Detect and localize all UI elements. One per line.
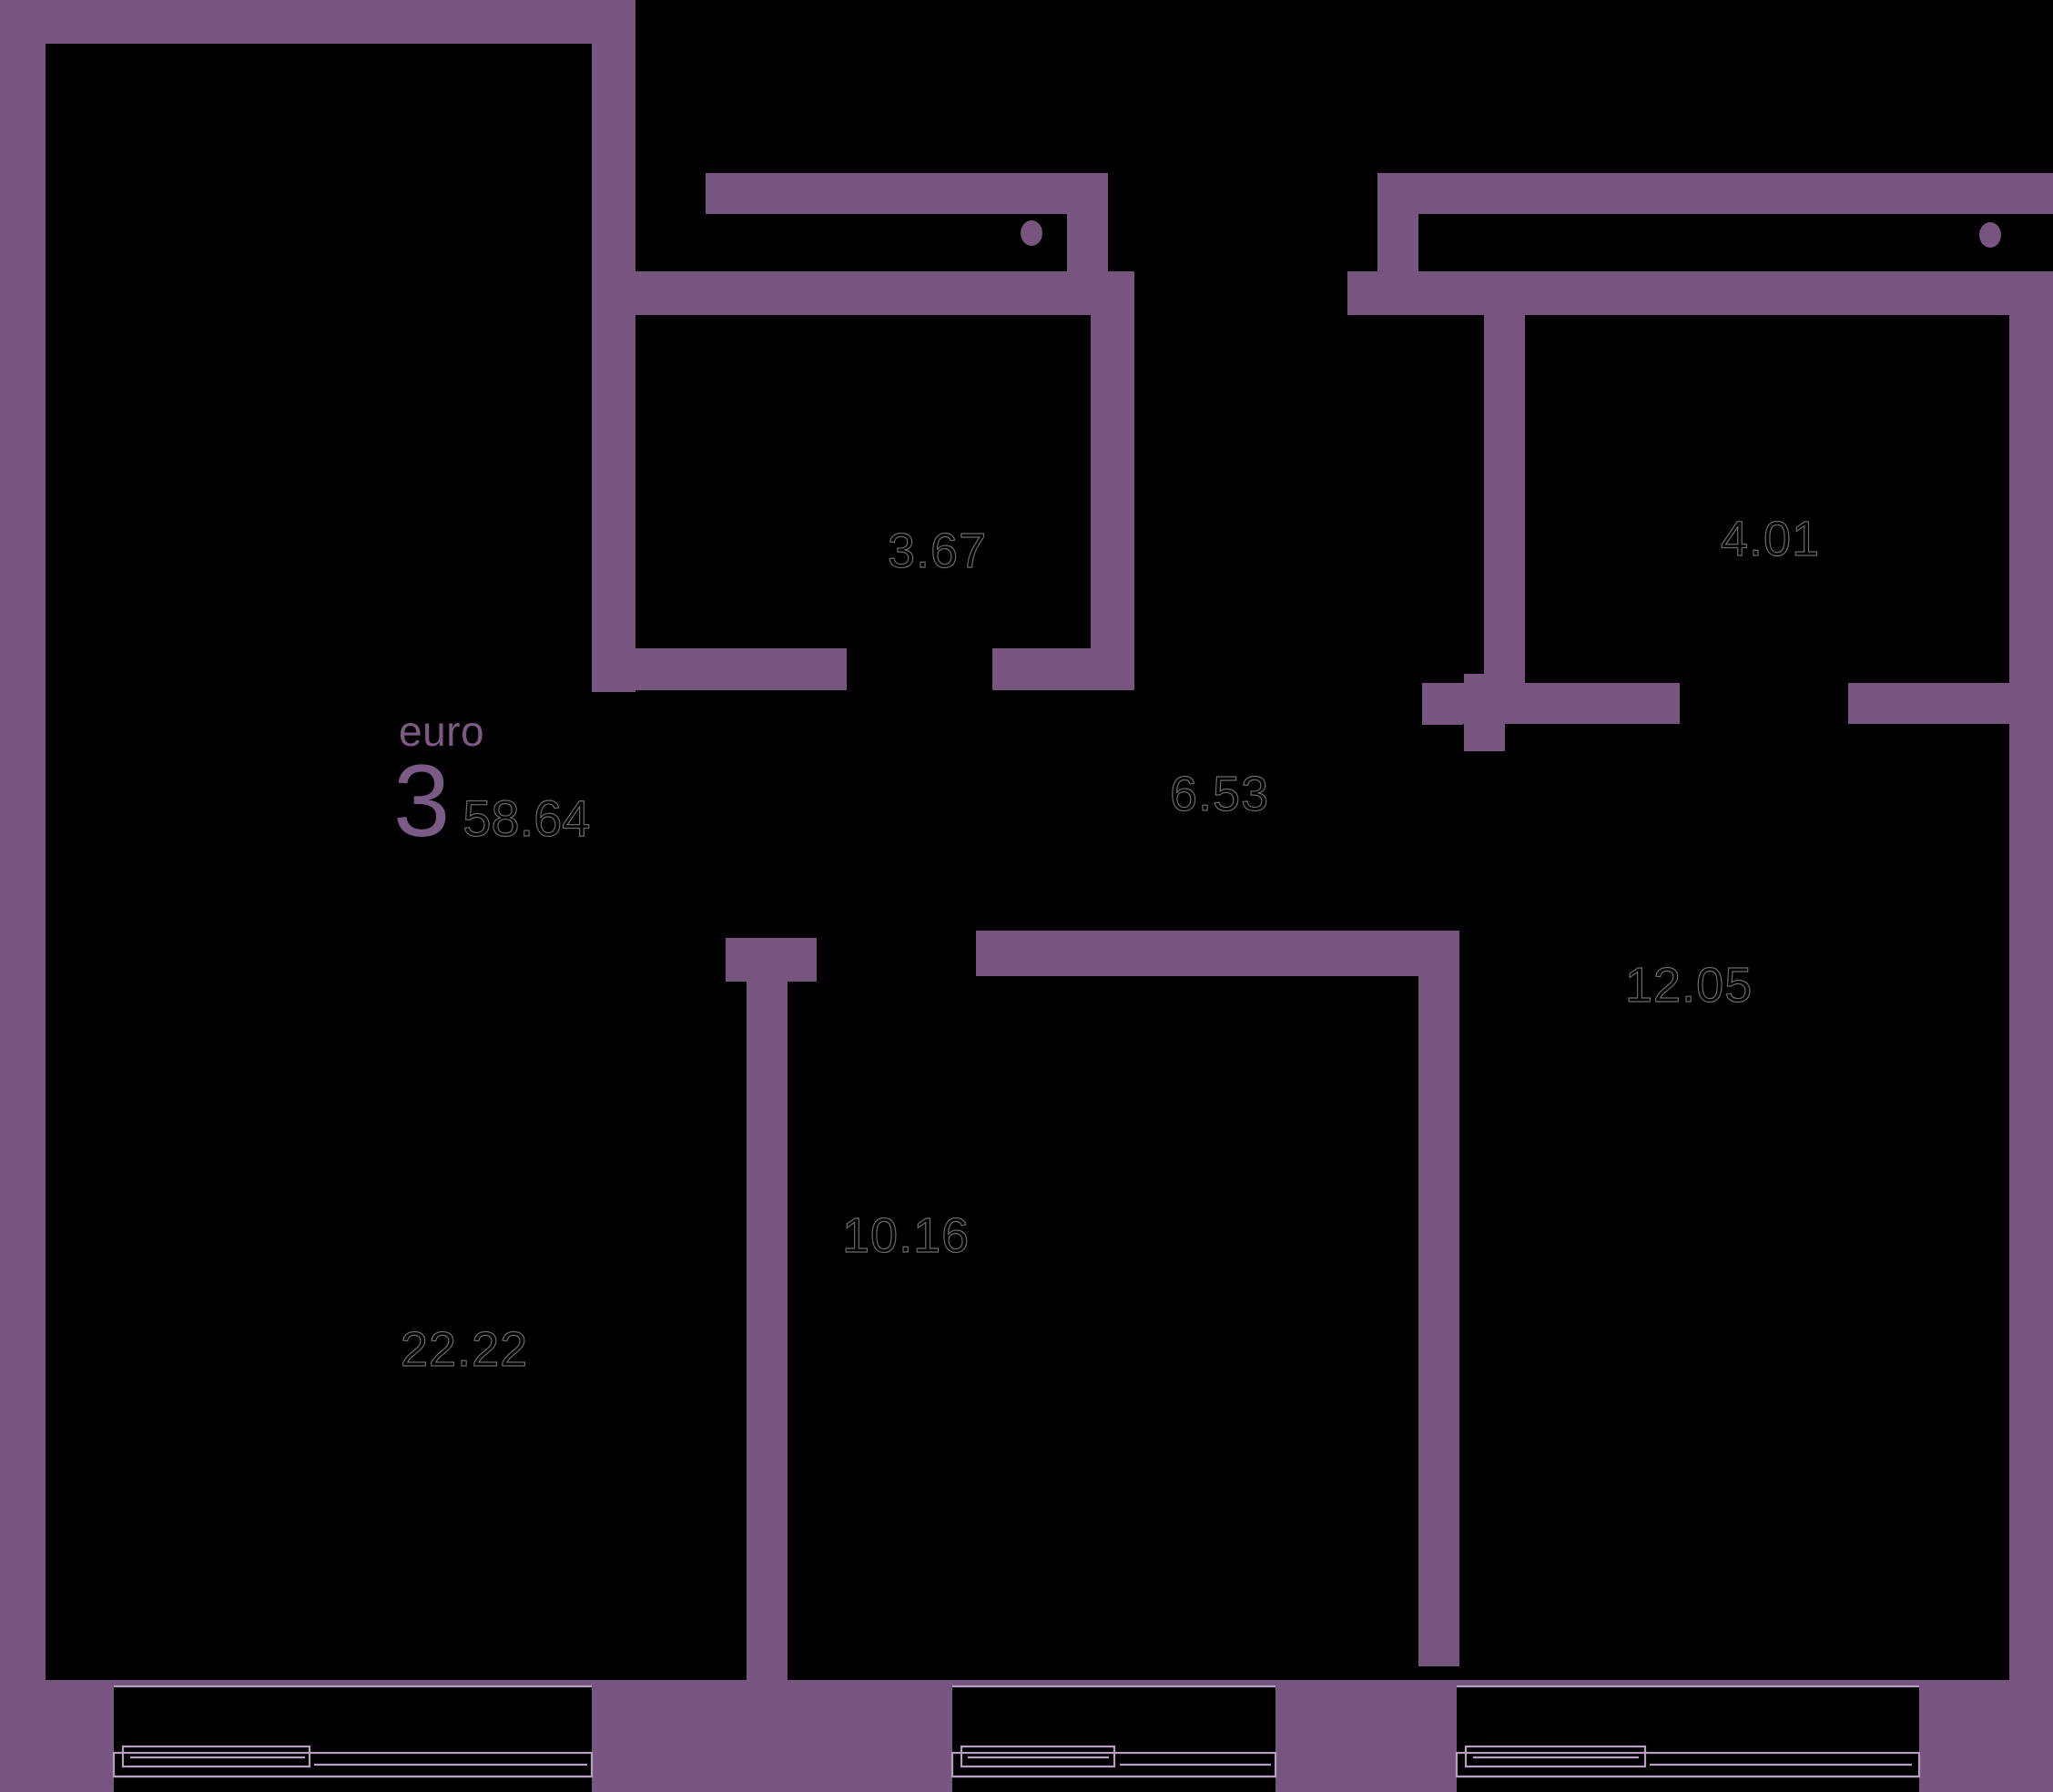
- window-bay-middle: [952, 1686, 1276, 1792]
- room-area-bedroom-right: 12.05: [1624, 958, 1753, 1013]
- wall-bedroom-mid-top: [976, 931, 1436, 976]
- wall-exterior-top-left: [0, 0, 635, 44]
- window-right[interactable]: [1455, 1685, 1921, 1778]
- door-marker-left-icon: [1021, 220, 1042, 246]
- room-area-bedroom-middle: 10.16: [841, 1208, 971, 1263]
- window-bay-left: [114, 1686, 592, 1792]
- total-area-value: 58.64: [462, 789, 591, 847]
- wall-loggia-right-inner-left: [1484, 300, 1525, 692]
- apartment-summary-badge: euro 3 58.64: [393, 708, 591, 858]
- wall-loggia-left-inner-right: [1091, 271, 1134, 690]
- room-area-hall: 6.53: [1169, 767, 1270, 821]
- window-left[interactable]: [112, 1685, 594, 1792]
- wall-loggia-left-top: [706, 173, 1074, 214]
- door-marker-group: [1021, 220, 2001, 248]
- wall-loggia-right-top: [1377, 173, 2053, 214]
- window-middle[interactable]: [950, 1685, 1277, 1778]
- wall-exterior-left: [0, 0, 46, 1680]
- room-area-living-kitchen: 22.22: [400, 1322, 529, 1377]
- door-marker-right-icon: [1979, 222, 2001, 248]
- wall-bedroom-right-left: [1464, 674, 1505, 751]
- wall-loggia-left-bottom-a: [592, 648, 847, 690]
- wall-loggia-left-bottom-b: [992, 648, 1134, 690]
- room-area-loggia-left: 3.67: [887, 524, 988, 578]
- rooms-and-area-row: 3 58.64: [393, 744, 591, 858]
- rooms-count-value: 3: [393, 744, 451, 858]
- wall-bedroom-mid-right-bottom-stub: [1418, 1357, 1459, 1666]
- window-glyph-group: [112, 1685, 1921, 1792]
- wall-loggia-left-right-return: [1067, 173, 1108, 290]
- layout-type-label: euro: [399, 708, 485, 755]
- wall-loggia-right-divider: [1347, 271, 2053, 315]
- wall-loggia-left-divider: [592, 271, 1133, 315]
- wall-exterior-right-upper: [2009, 300, 2053, 692]
- wall-loggia-left-inner-left: [592, 271, 635, 690]
- wall-exterior-right-lower: [2009, 656, 2053, 1689]
- wall-loggia-right-bottom-stub: [1422, 683, 1463, 725]
- room-area-loggia-right: 4.01: [1720, 512, 1821, 566]
- window-bay-right: [1457, 1686, 1919, 1792]
- wall-bedroom-mid-left-bottom-stub: [747, 1357, 788, 1680]
- window-bay-cutouts: [114, 1686, 1919, 1792]
